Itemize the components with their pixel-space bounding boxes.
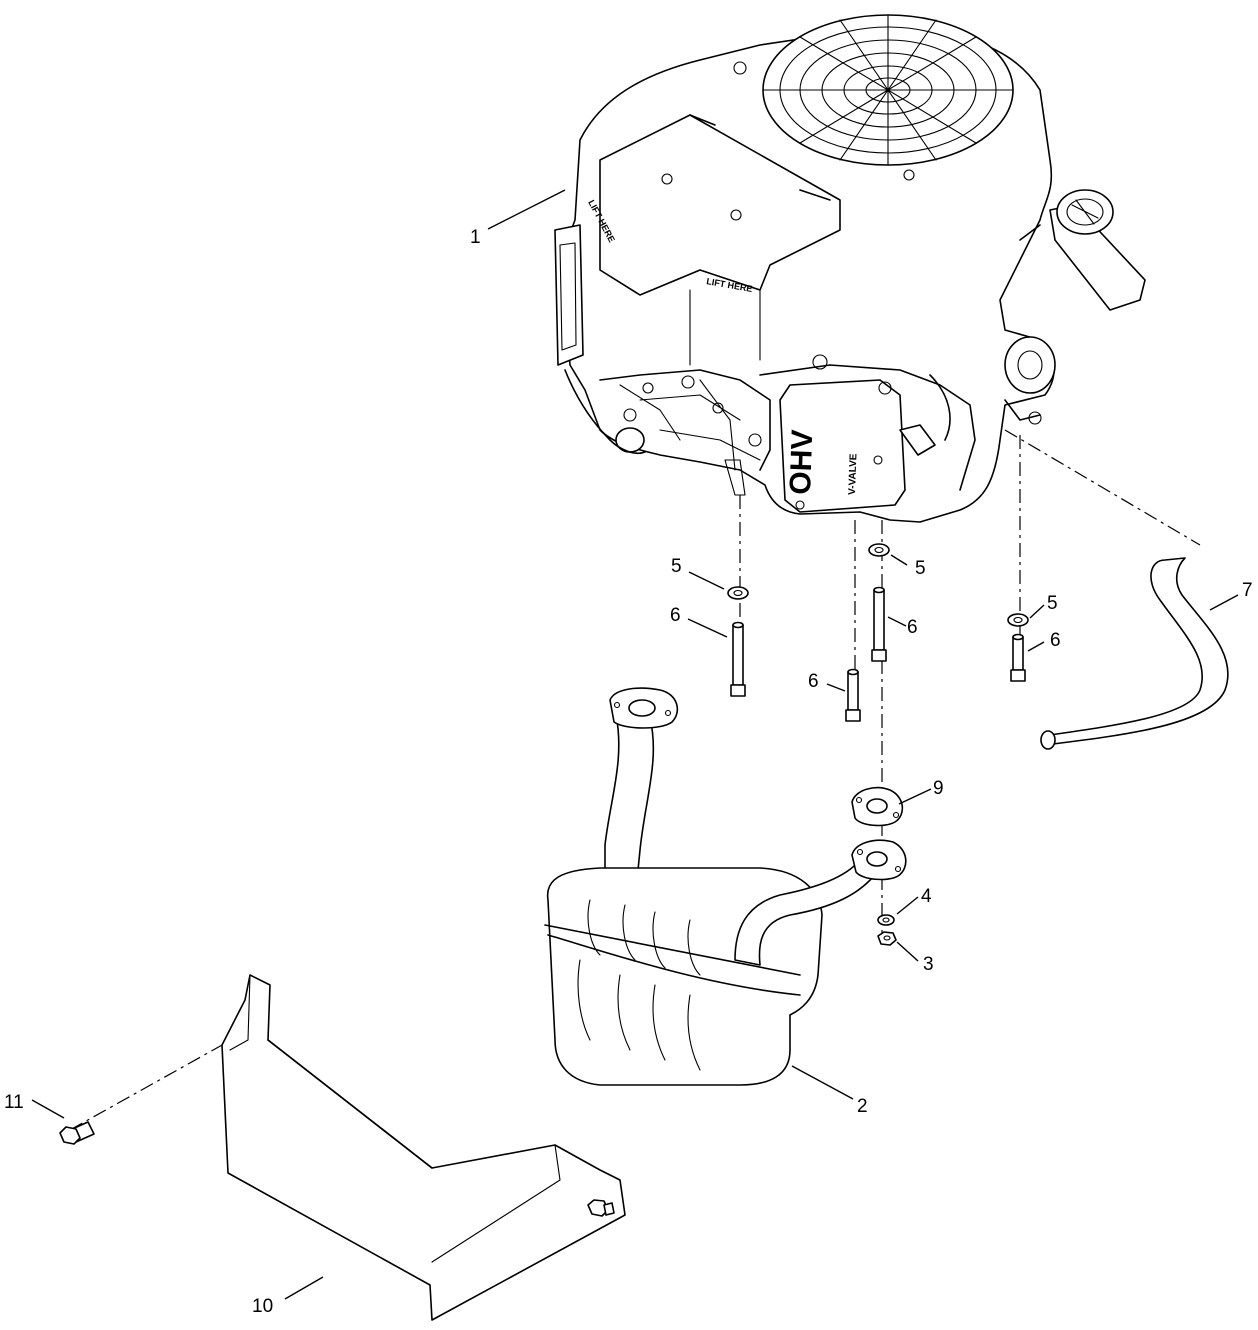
callout-6: 6 [907,617,918,638]
callout-labels: 1 2 3 4 5 5 5 6 6 6 6 7 9 10 11 [4,227,1253,1317]
heat-shield-part-10 [221,974,626,1321]
nut-part-3 [877,931,897,946]
v-valve-marking: V-VALVE [847,453,859,495]
washer [868,543,890,557]
callout-5: 5 [915,558,926,579]
callout-7: 7 [1242,580,1253,601]
bolt-part-11 [59,1121,95,1145]
hose-part-7 [1040,557,1229,750]
washers-part-5 [727,543,1029,627]
washer [1007,613,1029,627]
lockwasher-part-4 [877,914,895,926]
bolt [730,621,746,697]
valve-cover [779,379,906,513]
callout-4: 4 [921,886,932,907]
callout-3: 3 [923,954,934,975]
callout-2: 2 [857,1096,868,1117]
callout-9: 9 [933,778,944,799]
callout-10: 10 [252,1296,273,1317]
leader-lines [31,189,1239,1300]
washer [727,586,749,600]
callout-6: 6 [670,605,681,626]
gasket-part-9 [851,786,904,827]
muffler-part-2 [544,687,907,1086]
air-filter-housing [554,224,584,366]
callout-5: 5 [1047,593,1058,614]
bolt [871,586,887,662]
callout-5: 5 [671,556,682,577]
callout-6: 6 [808,671,819,692]
ohv-marking: OHV [784,429,819,495]
engine-assembly: LIFT HERE LIFT HERE OHV V-VALVE [554,14,1146,523]
callout-11: 11 [4,1092,24,1113]
bolt [845,668,861,722]
bolts-part-6 [730,586,1026,722]
bolt [1010,633,1026,682]
callout-6: 6 [1050,630,1061,651]
callout-1: 1 [470,227,481,248]
